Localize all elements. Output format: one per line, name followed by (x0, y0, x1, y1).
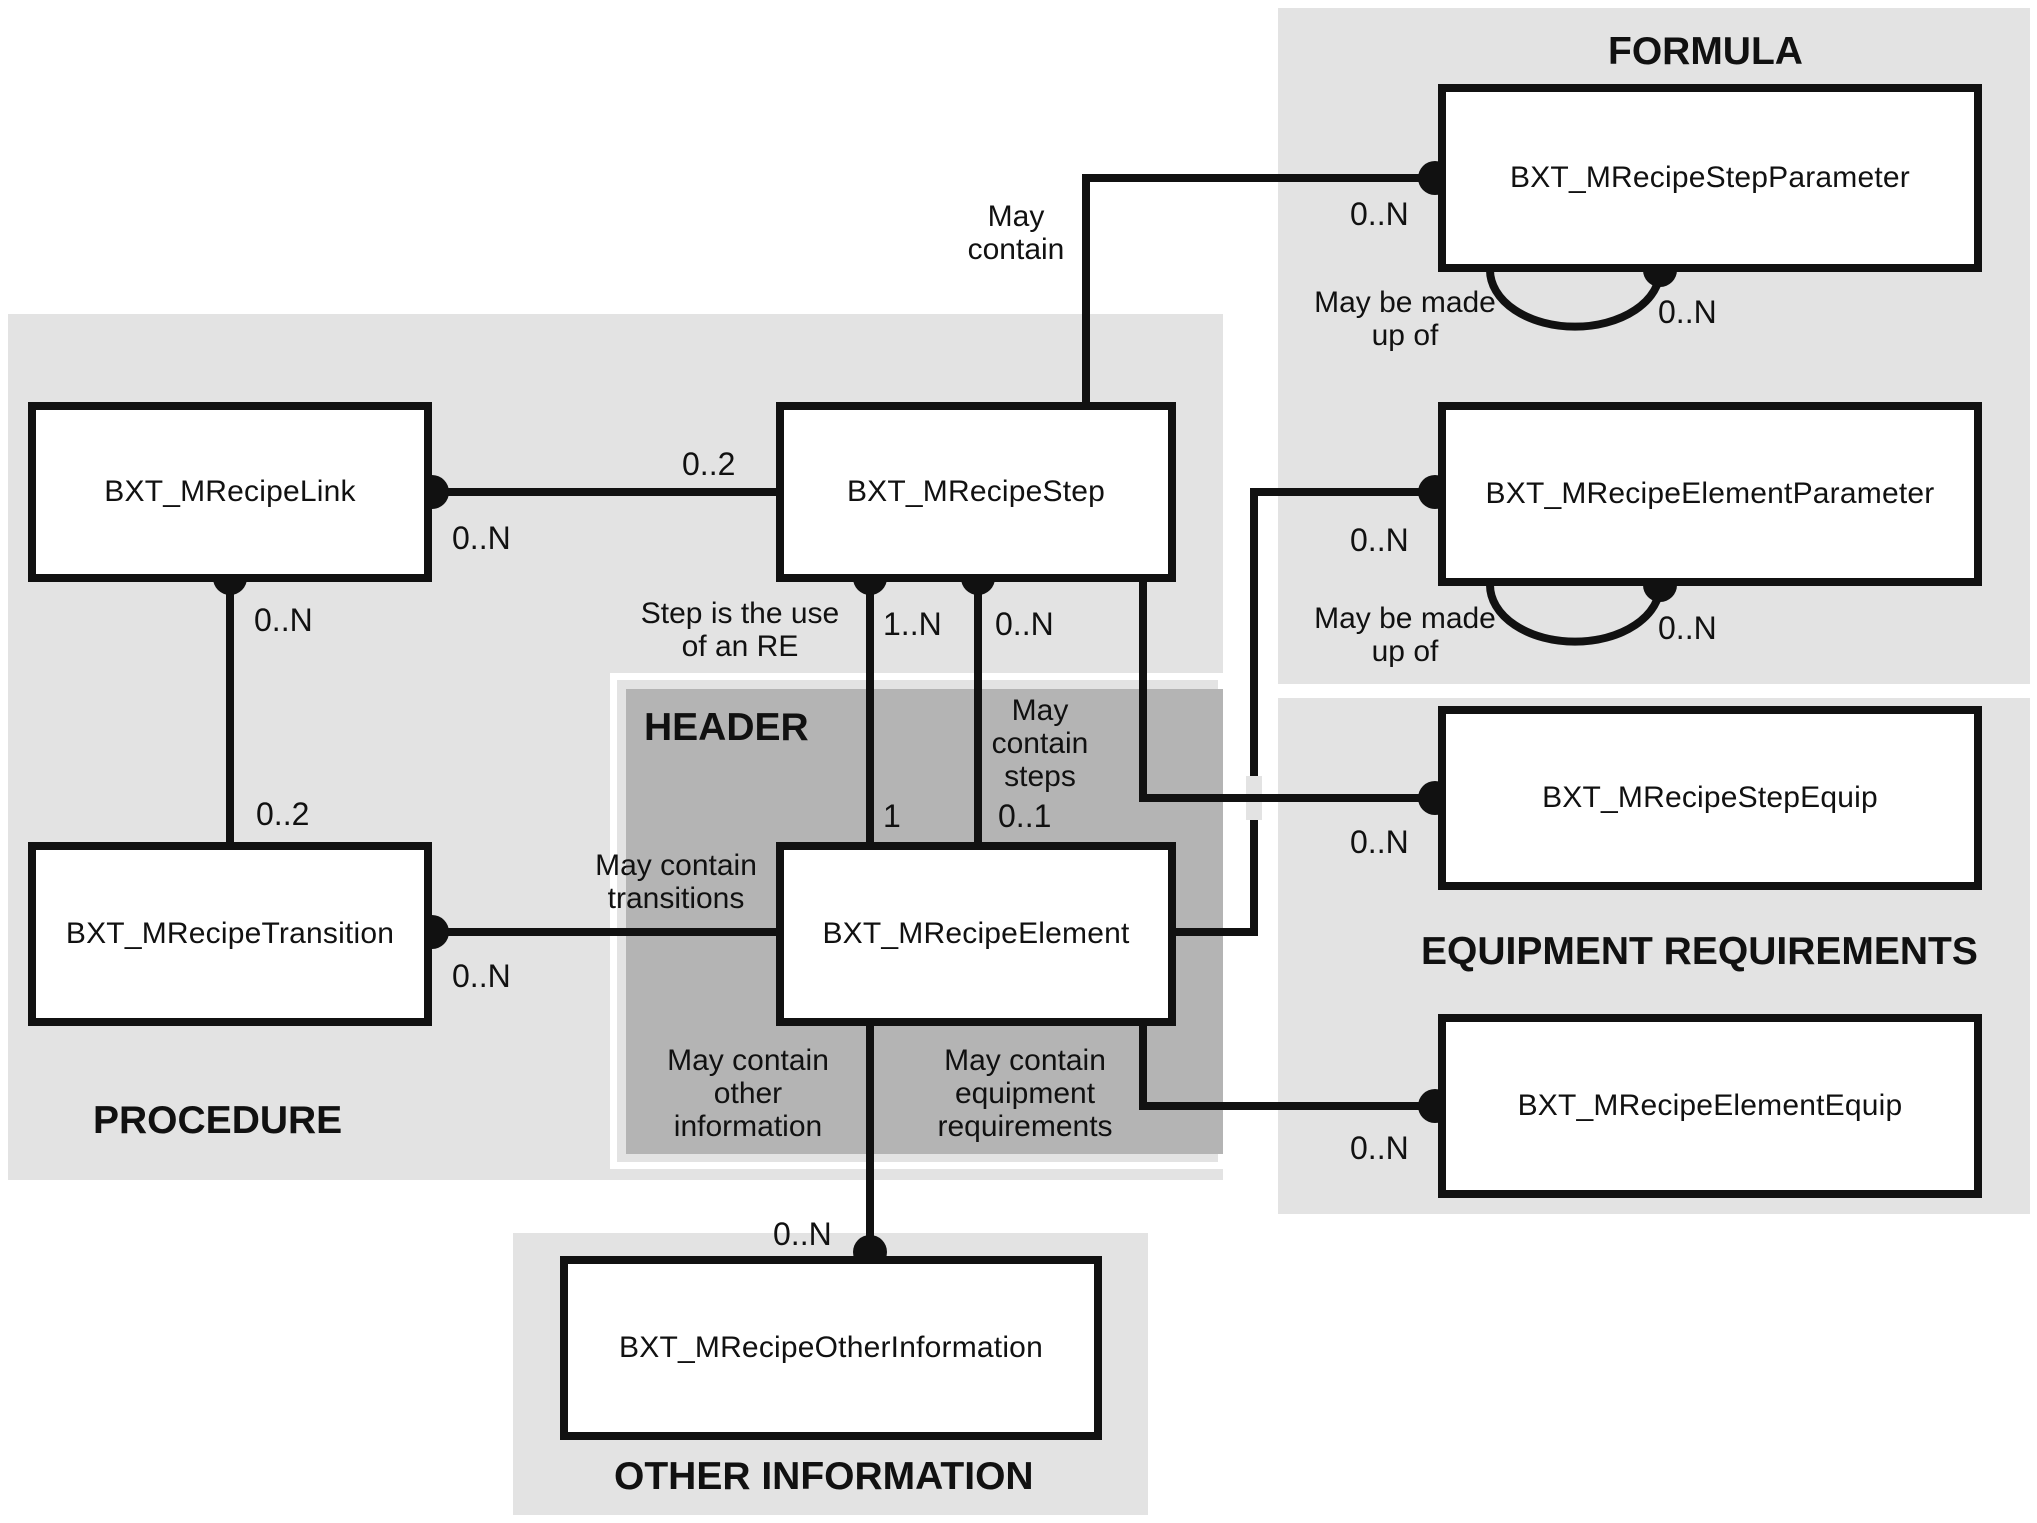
line-step-to-step-parameter (1082, 174, 1435, 402)
equipment-requirements-title: EQUIPMENT REQUIREMENTS (1421, 930, 1978, 973)
line-step-to-step-equip (1139, 578, 1435, 802)
label-element-parameter-self: May be made up of (1314, 602, 1496, 668)
label-element-other-info: May contain other information (667, 1044, 829, 1143)
card-step-use-at-element: 1 (883, 798, 901, 834)
card-link-step-at-step: 0..2 (682, 446, 736, 482)
other-information-title: OTHER INFORMATION (614, 1455, 1034, 1498)
entity-transition[interactable]: BXT_MRecipeTransition (28, 842, 432, 1026)
card-contains-steps-at-element: 0..1 (998, 798, 1052, 834)
entity-element-parameter[interactable]: BXT_MRecipeElementParameter (1438, 402, 1982, 586)
card-step-parameter: 0..N (1350, 196, 1409, 232)
line-step-parameter-self (1486, 269, 1664, 331)
entity-element[interactable]: BXT_MRecipeElement (776, 842, 1176, 1026)
card-step-use-at-step: 1..N (883, 606, 942, 642)
label-element-contains-transitions: May contain transitions (595, 849, 757, 915)
label-step-contains-parameter: May contain (967, 200, 1065, 266)
card-step-equip: 0..N (1350, 824, 1409, 860)
label-step-use-of-re: Step is the use of an RE (640, 597, 840, 663)
label-element-equip: May contain equipment requirements (937, 1044, 1113, 1143)
card-link-transition-at-transition: 0..2 (256, 796, 310, 832)
label-step-parameter-self: May be made up of (1314, 286, 1496, 352)
entity-other-information[interactable]: BXT_MRecipeOtherInformation (560, 1256, 1102, 1440)
entity-step[interactable]: BXT_MRecipeStep (776, 402, 1176, 582)
procedure-title: PROCEDURE (93, 1099, 343, 1142)
label-element-contains-steps: May contain steps (991, 694, 1089, 793)
card-link-transition-at-link: 0..N (254, 602, 313, 638)
card-contains-steps-at-step: 0..N (995, 606, 1054, 642)
card-step-parameter-self: 0..N (1658, 294, 1717, 330)
card-element-equip: 0..N (1350, 1130, 1409, 1166)
card-other-information: 0..N (773, 1216, 832, 1252)
entity-step-parameter[interactable]: BXT_MRecipeStepParameter (1438, 84, 1982, 272)
card-element-parameter: 0..N (1350, 522, 1409, 558)
card-transition: 0..N (452, 958, 511, 994)
card-element-parameter-self: 0..N (1658, 610, 1717, 646)
entity-element-equip[interactable]: BXT_MRecipeElementEquip (1438, 1014, 1982, 1198)
entity-link[interactable]: BXT_MRecipeLink (28, 402, 432, 582)
line-element-to-element-parameter (1174, 488, 1435, 936)
line-element-to-element-equip (1139, 1022, 1435, 1110)
line-element-parameter-self (1486, 584, 1664, 646)
header-title: HEADER (644, 706, 809, 749)
entity-step-equip[interactable]: BXT_MRecipeStepEquip (1438, 706, 1982, 890)
formula-title: FORMULA (1608, 30, 1803, 73)
card-link-step-at-link: 0..N (452, 520, 511, 556)
